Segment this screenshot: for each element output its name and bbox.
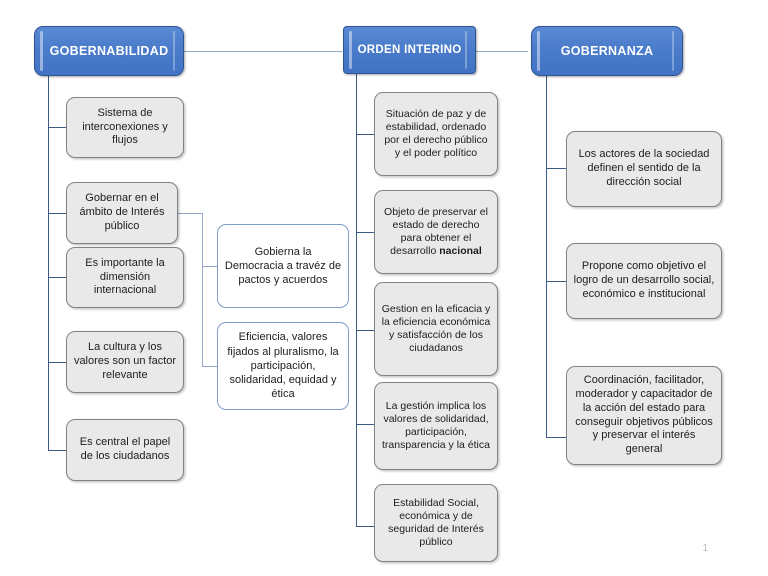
left-box-5[interactable]: Es central el papel de los ciudadanos bbox=[66, 419, 184, 481]
left-box-4[interactable]: La cultura y los valores son un factor r… bbox=[66, 331, 184, 393]
center-box-4-label: La gestión implica los valores de solida… bbox=[382, 399, 490, 452]
middle-box-2-label: Eficiencia, valores fijados al pluralism… bbox=[227, 331, 339, 401]
stub-center-2 bbox=[356, 232, 374, 233]
middle-box-2[interactable]: Eficiencia, valores fijados al pluralism… bbox=[217, 322, 349, 410]
right-box-3-label: Coordinación, facilitador, moderador y c… bbox=[575, 373, 713, 456]
center-box-2[interactable]: Objeto de preservar el estado de derecho… bbox=[374, 190, 498, 274]
stub-left-2 bbox=[48, 213, 67, 214]
right-box-3[interactable]: Coordinación, facilitador, moderador y c… bbox=[566, 366, 722, 465]
stub-left-5 bbox=[48, 450, 67, 451]
connector-orden-to-gobernanza bbox=[476, 51, 528, 52]
stub-center-5 bbox=[356, 526, 374, 527]
connector-gobernar-to-middle bbox=[177, 213, 203, 214]
stub-left-4 bbox=[48, 362, 67, 363]
header-highlight-stripe-right bbox=[465, 31, 467, 69]
left-box-4-label: La cultura y los valores son un factor r… bbox=[73, 341, 177, 381]
right-box-1[interactable]: Los actores de la sociedad definen el se… bbox=[566, 131, 722, 207]
center-box-2-text: Objeto de preservar el estado de derecho… bbox=[381, 206, 491, 259]
header-label: GOBERNANZA bbox=[560, 44, 654, 58]
header-highlight-stripe bbox=[537, 31, 540, 71]
left-box-3-label: Es importante la dimensión internacional bbox=[85, 256, 165, 297]
stub-center-1 bbox=[356, 134, 374, 135]
stub-right-2 bbox=[546, 281, 567, 282]
stub-middle-1 bbox=[202, 266, 218, 267]
header-highlight-stripe-right bbox=[672, 31, 674, 71]
left-box-1-label: Sistema de interconexiones y flujos bbox=[82, 106, 168, 147]
header-orden-interino[interactable]: ORDEN INTERINO bbox=[343, 26, 476, 74]
stub-center-3 bbox=[356, 330, 374, 331]
middle-box-1[interactable]: Gobierna la Democracia a travéz de pacto… bbox=[217, 224, 349, 308]
header-highlight-stripe bbox=[349, 31, 352, 69]
center-box-4[interactable]: La gestión implica los valores de solida… bbox=[374, 382, 498, 470]
middle-box-1-label: Gobierna la Democracia a travéz de pacto… bbox=[224, 245, 342, 287]
header-gobernanza[interactable]: GOBERNANZA bbox=[531, 26, 683, 76]
stub-right-1 bbox=[546, 168, 567, 169]
right-box-2[interactable]: Propone como objetivo el logro de un des… bbox=[566, 243, 722, 319]
stub-center-4 bbox=[356, 424, 374, 425]
left-box-3[interactable]: Es importante la dimensión internacional bbox=[66, 247, 184, 308]
right-box-2-label: Propone como objetivo el logro de un des… bbox=[573, 260, 715, 300]
stub-left-1 bbox=[48, 127, 67, 128]
header-gobernabilidad[interactable]: GOBERNABILIDAD bbox=[34, 26, 184, 76]
right-box-1-label: Los actores de la sociedad definen el se… bbox=[578, 148, 710, 188]
trunk-right bbox=[546, 74, 547, 438]
trunk-center bbox=[356, 74, 357, 527]
center-box-2-label: Objeto de preservar el estado de derecho… bbox=[384, 205, 488, 258]
connector-gobernabilidad-to-orden bbox=[184, 51, 342, 52]
center-box-1-label: Situación de paz y de estabilidad, orden… bbox=[384, 107, 488, 160]
trunk-left bbox=[48, 74, 49, 451]
header-highlight-stripe bbox=[40, 31, 43, 71]
center-box-3-label: Gestion en la eficacia y la eficiencia e… bbox=[381, 302, 491, 355]
center-box-2-bold: nacional bbox=[439, 245, 482, 258]
center-box-5[interactable]: Estabilidad Social, económica y de segur… bbox=[374, 484, 498, 562]
center-box-1[interactable]: Situación de paz y de estabilidad, orden… bbox=[374, 92, 498, 176]
left-box-2[interactable]: Gobernar en el ámbito de Interés público bbox=[66, 182, 178, 244]
left-box-2-label: Gobernar en el ámbito de Interés público bbox=[79, 192, 165, 232]
header-label: GOBERNABILIDAD bbox=[49, 44, 169, 58]
stub-right-3 bbox=[546, 437, 567, 438]
left-box-1[interactable]: Sistema de interconexiones y flujos bbox=[66, 97, 184, 158]
trunk-middle bbox=[202, 213, 203, 367]
center-box-3[interactable]: Gestion en la eficacia y la eficiencia e… bbox=[374, 282, 498, 376]
header-label: ORDEN INTERINO bbox=[357, 44, 462, 56]
page-number: 1 bbox=[702, 543, 708, 554]
stub-middle-2 bbox=[202, 366, 218, 367]
stub-left-3 bbox=[48, 277, 67, 278]
header-highlight-stripe-right bbox=[173, 31, 175, 71]
center-box-5-label: Estabilidad Social, económica y de segur… bbox=[388, 496, 484, 549]
left-box-5-label: Es central el papel de los ciudadanos bbox=[79, 436, 171, 462]
